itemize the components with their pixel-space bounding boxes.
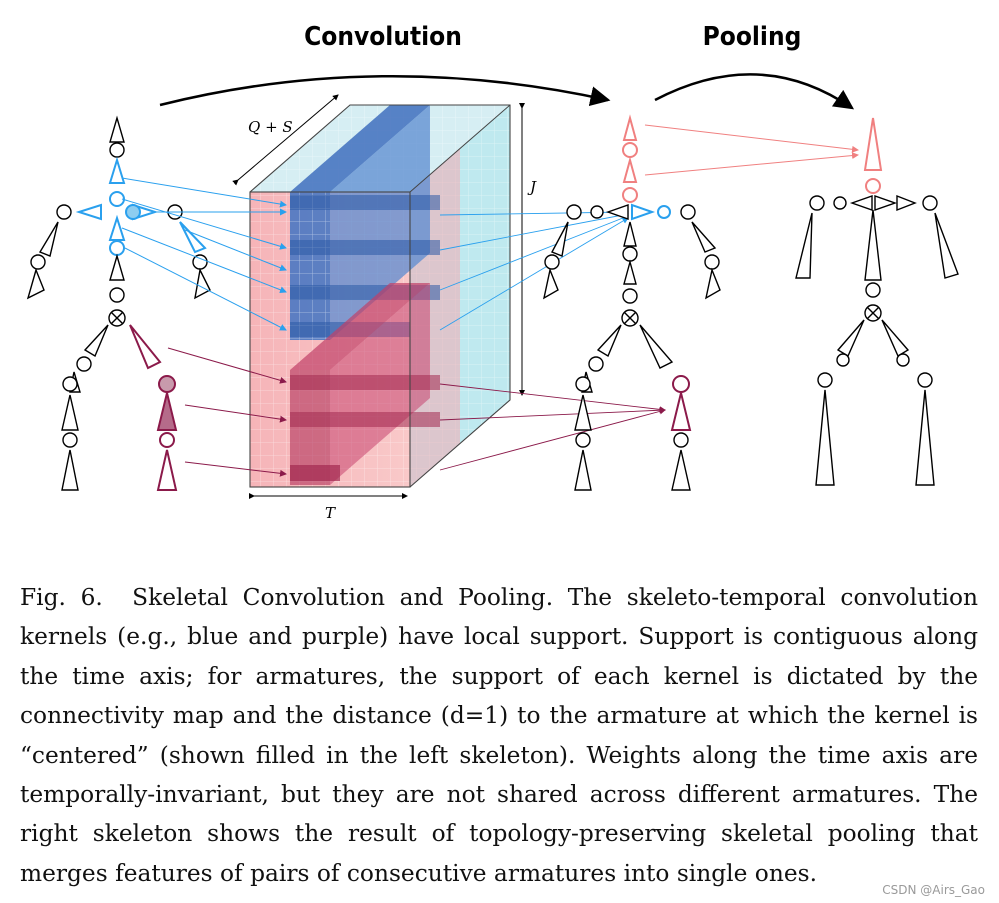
skeletal-convolution-figure: Convolution Pooling — [26, 22, 959, 522]
feature-tensor — [249, 104, 511, 488]
t-label: T — [325, 504, 336, 522]
blue-kernel-arrows — [121, 177, 287, 331]
left-skeleton — [26, 115, 211, 491]
csdn-watermark: CSDN @Airs_Gao — [882, 883, 985, 897]
middle-skeleton — [542, 114, 721, 491]
pooling-merge-arrows — [644, 124, 859, 176]
figure-caption: Fig. 6. Skeletal Convolution and Pooling… — [20, 578, 978, 893]
q-plus-s-label: Q + S — [248, 118, 293, 136]
purple-kernel-arrows — [167, 347, 287, 477]
right-skeleton — [795, 117, 959, 486]
caption-label: Fig. 6. — [20, 584, 103, 611]
q-plus-s-dimension — [232, 94, 339, 186]
j-label: J — [527, 178, 537, 196]
pooling-title: Pooling — [703, 22, 802, 52]
convolution-arrow — [159, 74, 611, 107]
purple-kernel-block — [290, 283, 440, 485]
pooling-arrow — [654, 73, 855, 110]
caption-text: Skeletal Convolution and Pooling. The sk… — [20, 584, 978, 887]
convolution-title: Convolution — [304, 22, 462, 52]
purple-output-arrows — [439, 383, 666, 471]
